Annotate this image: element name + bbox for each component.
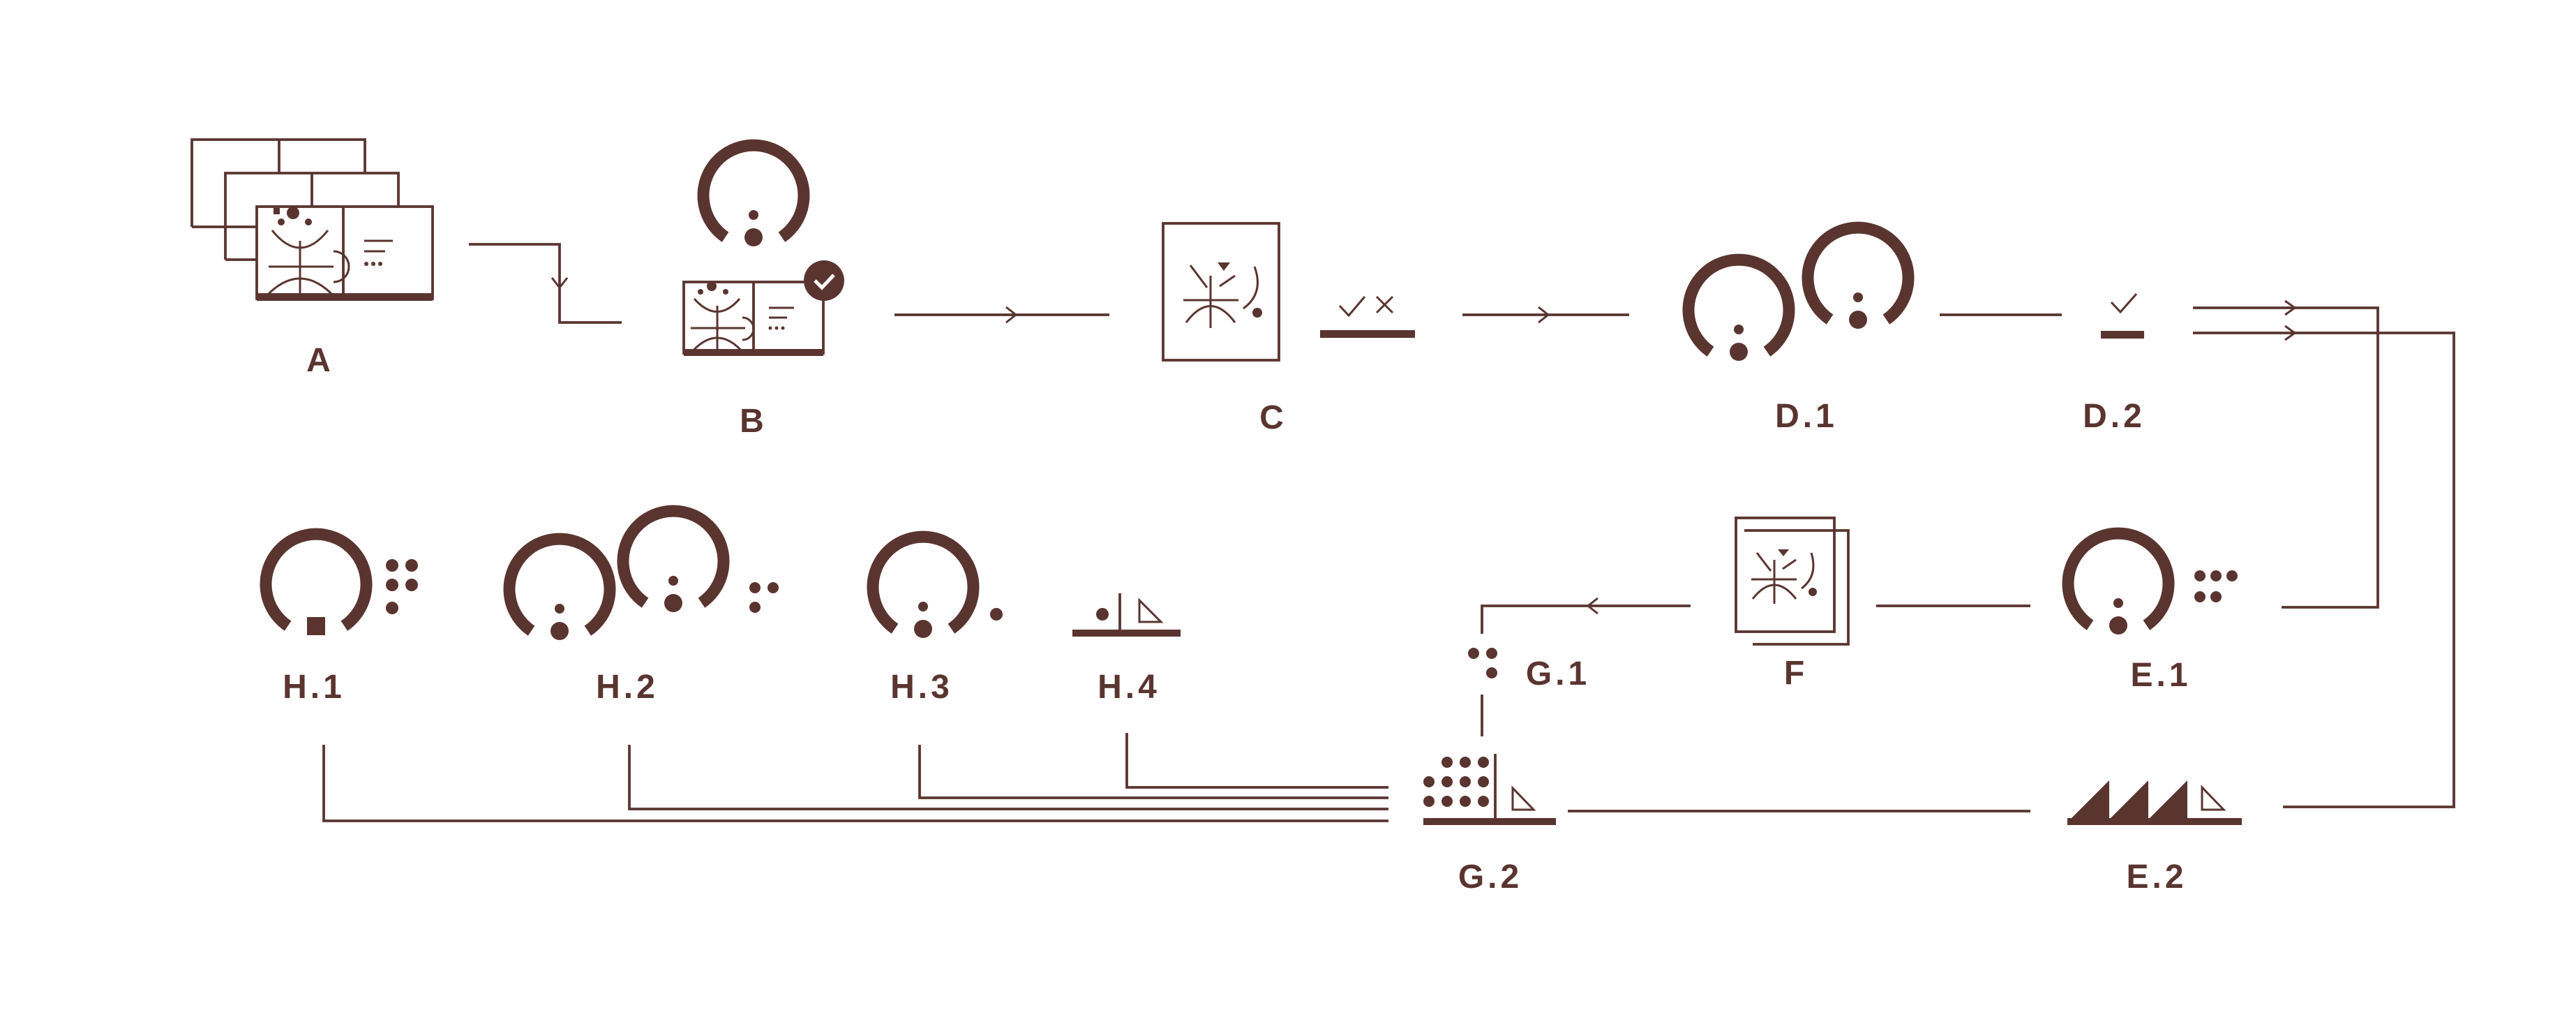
ring-square-icon bbox=[260, 528, 418, 635]
ring-dot-icon bbox=[873, 537, 1003, 638]
label-g2: G.2 bbox=[1458, 859, 1522, 896]
double-ring-dots-icon bbox=[509, 511, 779, 640]
label-b: B bbox=[740, 403, 767, 440]
production-icon bbox=[2067, 780, 2242, 825]
document-copies-icon bbox=[1735, 517, 1850, 646]
connector-f-g1 bbox=[1481, 597, 1691, 634]
label-h3: H.3 bbox=[890, 669, 953, 706]
label-h1: H.1 bbox=[283, 669, 345, 706]
label-a: A bbox=[306, 342, 334, 379]
dots-icon bbox=[1468, 648, 1497, 678]
label-g1: G.1 bbox=[1526, 655, 1590, 692]
label-d2: D.2 bbox=[2083, 398, 2146, 435]
ruler-icon bbox=[1072, 593, 1181, 637]
grid-dots-icon bbox=[1423, 754, 1556, 825]
label-h4: H.4 bbox=[1098, 669, 1160, 706]
label-f: F bbox=[1784, 655, 1808, 692]
label-h2: H.2 bbox=[596, 669, 659, 706]
stacked-documents-icon bbox=[190, 138, 434, 301]
ring-with-dots-icon bbox=[2068, 533, 2238, 634]
checkmark-icon bbox=[2101, 293, 2144, 339]
label-e2: E.2 bbox=[2126, 859, 2187, 896]
double-ring-icon bbox=[1688, 228, 1908, 361]
connector-b-c bbox=[894, 306, 1109, 324]
label-c: C bbox=[1259, 399, 1287, 436]
label-e1: E.1 bbox=[2130, 657, 2191, 694]
connector-g2-h bbox=[322, 733, 1388, 822]
approved-document-icon bbox=[682, 145, 844, 356]
connector-c-d1 bbox=[1462, 306, 1629, 324]
connector-a-b bbox=[469, 243, 622, 324]
connector-d2-e bbox=[2193, 299, 2455, 808]
label-d1: D.1 bbox=[1775, 398, 1838, 435]
signed-document-icon bbox=[1162, 222, 1415, 362]
